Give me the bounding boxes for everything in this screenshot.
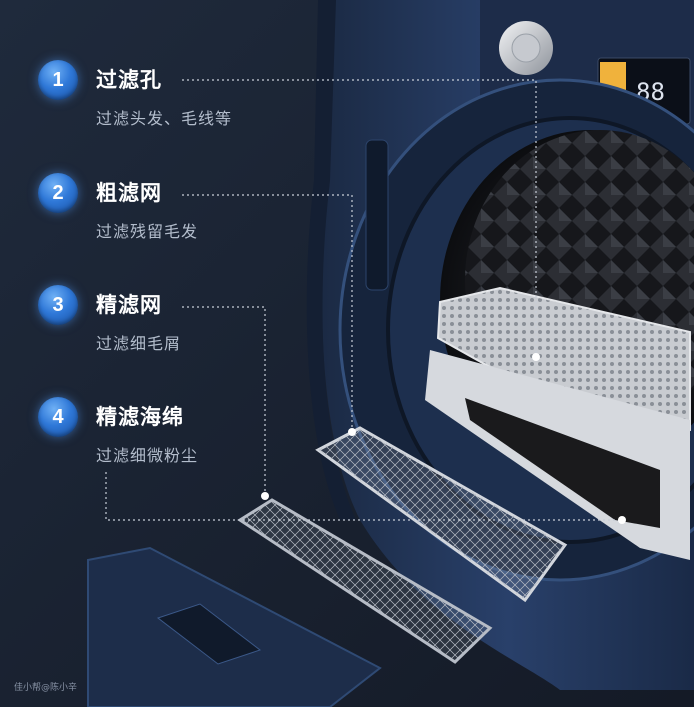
callout-line-2	[182, 194, 353, 432]
watermark: 佳小帮@陈小辛	[14, 683, 78, 693]
number-badge: 2	[38, 173, 78, 213]
fine-screen-mesh	[240, 500, 490, 662]
callout-dot-2	[348, 428, 356, 436]
drawer-handle-icon[interactable]	[156, 603, 262, 665]
feature-desc: 过滤细微粉尘	[96, 446, 199, 465]
callout-dot-1	[532, 353, 540, 361]
sponge-filter-slot	[465, 398, 660, 528]
feature-title: 粗滤网	[96, 181, 162, 205]
feature-title: 精滤网	[96, 293, 162, 317]
feature-desc: 过滤细毛屑	[96, 334, 182, 353]
feature-title: 精滤海绵	[96, 405, 184, 429]
number-badge: 4	[38, 397, 78, 437]
feature-title: 过滤孔	[96, 68, 162, 92]
callout-line-4	[105, 472, 622, 521]
feature-desc: 过滤残留毛发	[96, 222, 199, 241]
drawer-front-cover	[87, 546, 382, 707]
callout-dot-4	[618, 516, 626, 524]
callout-lines	[105, 79, 622, 521]
door-hinge-icon	[365, 139, 389, 291]
number-badge: 1	[38, 60, 78, 100]
body-side-edge	[306, 0, 356, 520]
knob-center	[511, 33, 541, 63]
coarse-basket-mesh	[318, 428, 565, 600]
feature-desc: 过滤头发、毛线等	[96, 109, 233, 128]
callout-dot-3	[261, 492, 269, 500]
number-badge: 3	[38, 285, 78, 325]
